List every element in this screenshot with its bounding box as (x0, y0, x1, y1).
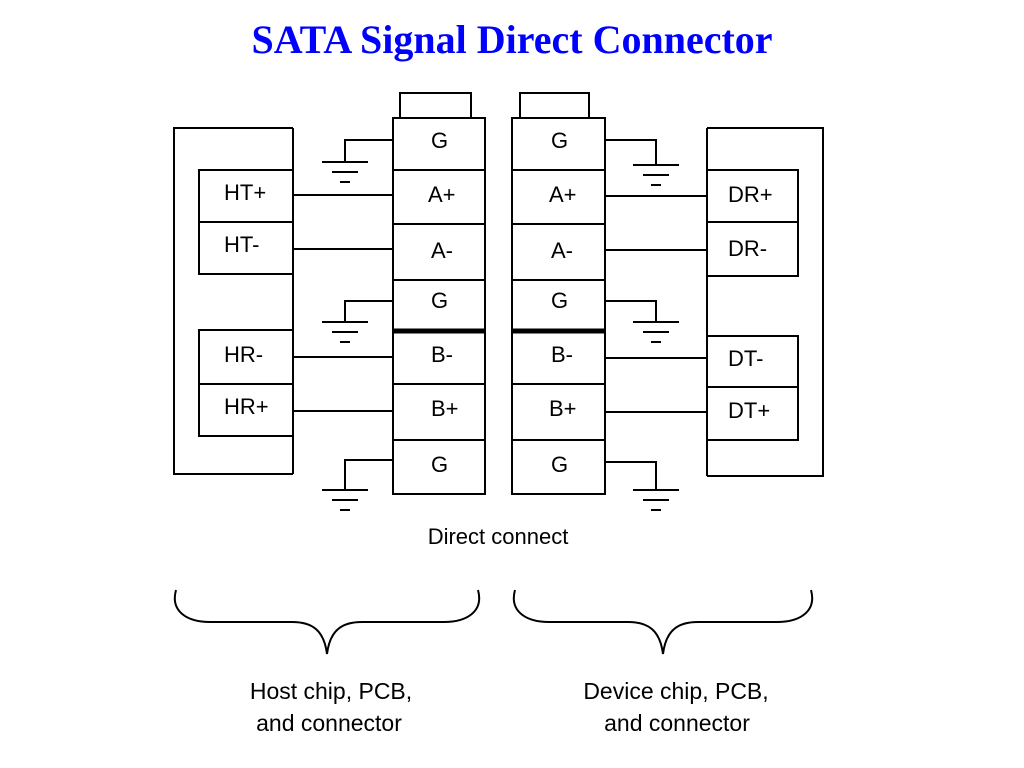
host-pin-label: G (431, 288, 448, 313)
device-outer-frame (707, 127, 824, 477)
device-transmit-box (706, 335, 799, 441)
device-receive-box (706, 169, 799, 277)
ground-icon (605, 461, 679, 511)
host-receive-box (198, 329, 294, 437)
host-pin-label: B- (431, 342, 453, 367)
ground-icon (322, 139, 393, 183)
device-signal-label: DT+ (728, 398, 770, 423)
host-brace (173, 589, 481, 655)
device-signal-label: DR- (728, 236, 767, 261)
host-connector (392, 92, 486, 495)
host-pin-label: A- (431, 238, 453, 263)
device-signal-label: DR+ (728, 182, 773, 207)
host-pin-label: G (431, 452, 448, 477)
host-pin-label: G (431, 128, 448, 153)
device-connector (511, 92, 606, 495)
device-pin-label: B- (551, 342, 573, 367)
direct-connect-label: Direct connect (428, 524, 569, 549)
device-caption-line: and connector (604, 710, 750, 736)
device-pin-label: G (551, 288, 568, 313)
host-transmit-box (198, 169, 294, 275)
device-pin-label: G (551, 452, 568, 477)
device-pin-label: A+ (549, 182, 577, 207)
ground-icon (605, 139, 679, 186)
device-caption-line: Device chip, PCB, (583, 678, 768, 704)
ground-icon (322, 300, 393, 343)
device-pin-label: B+ (549, 396, 577, 421)
device-brace (512, 589, 814, 655)
host-pin-label: A+ (428, 182, 456, 207)
host-signal-label: HT- (224, 232, 259, 257)
device-signal-label: DT- (728, 346, 763, 371)
host-caption-line: and connector (256, 710, 402, 736)
device-pin-label: A- (551, 238, 573, 263)
ground-icon (322, 459, 393, 511)
host-outer-frame (173, 127, 293, 475)
host-signal-label: HT+ (224, 180, 266, 205)
host-signal-label: HR+ (224, 394, 269, 419)
host-caption-line: Host chip, PCB, (250, 678, 412, 704)
page-title: SATA Signal Direct Connector (251, 17, 773, 62)
host-pin-label: B+ (431, 396, 459, 421)
host-signal-label: HR- (224, 342, 263, 367)
device-pin-label: G (551, 128, 568, 153)
ground-icon (605, 300, 679, 343)
